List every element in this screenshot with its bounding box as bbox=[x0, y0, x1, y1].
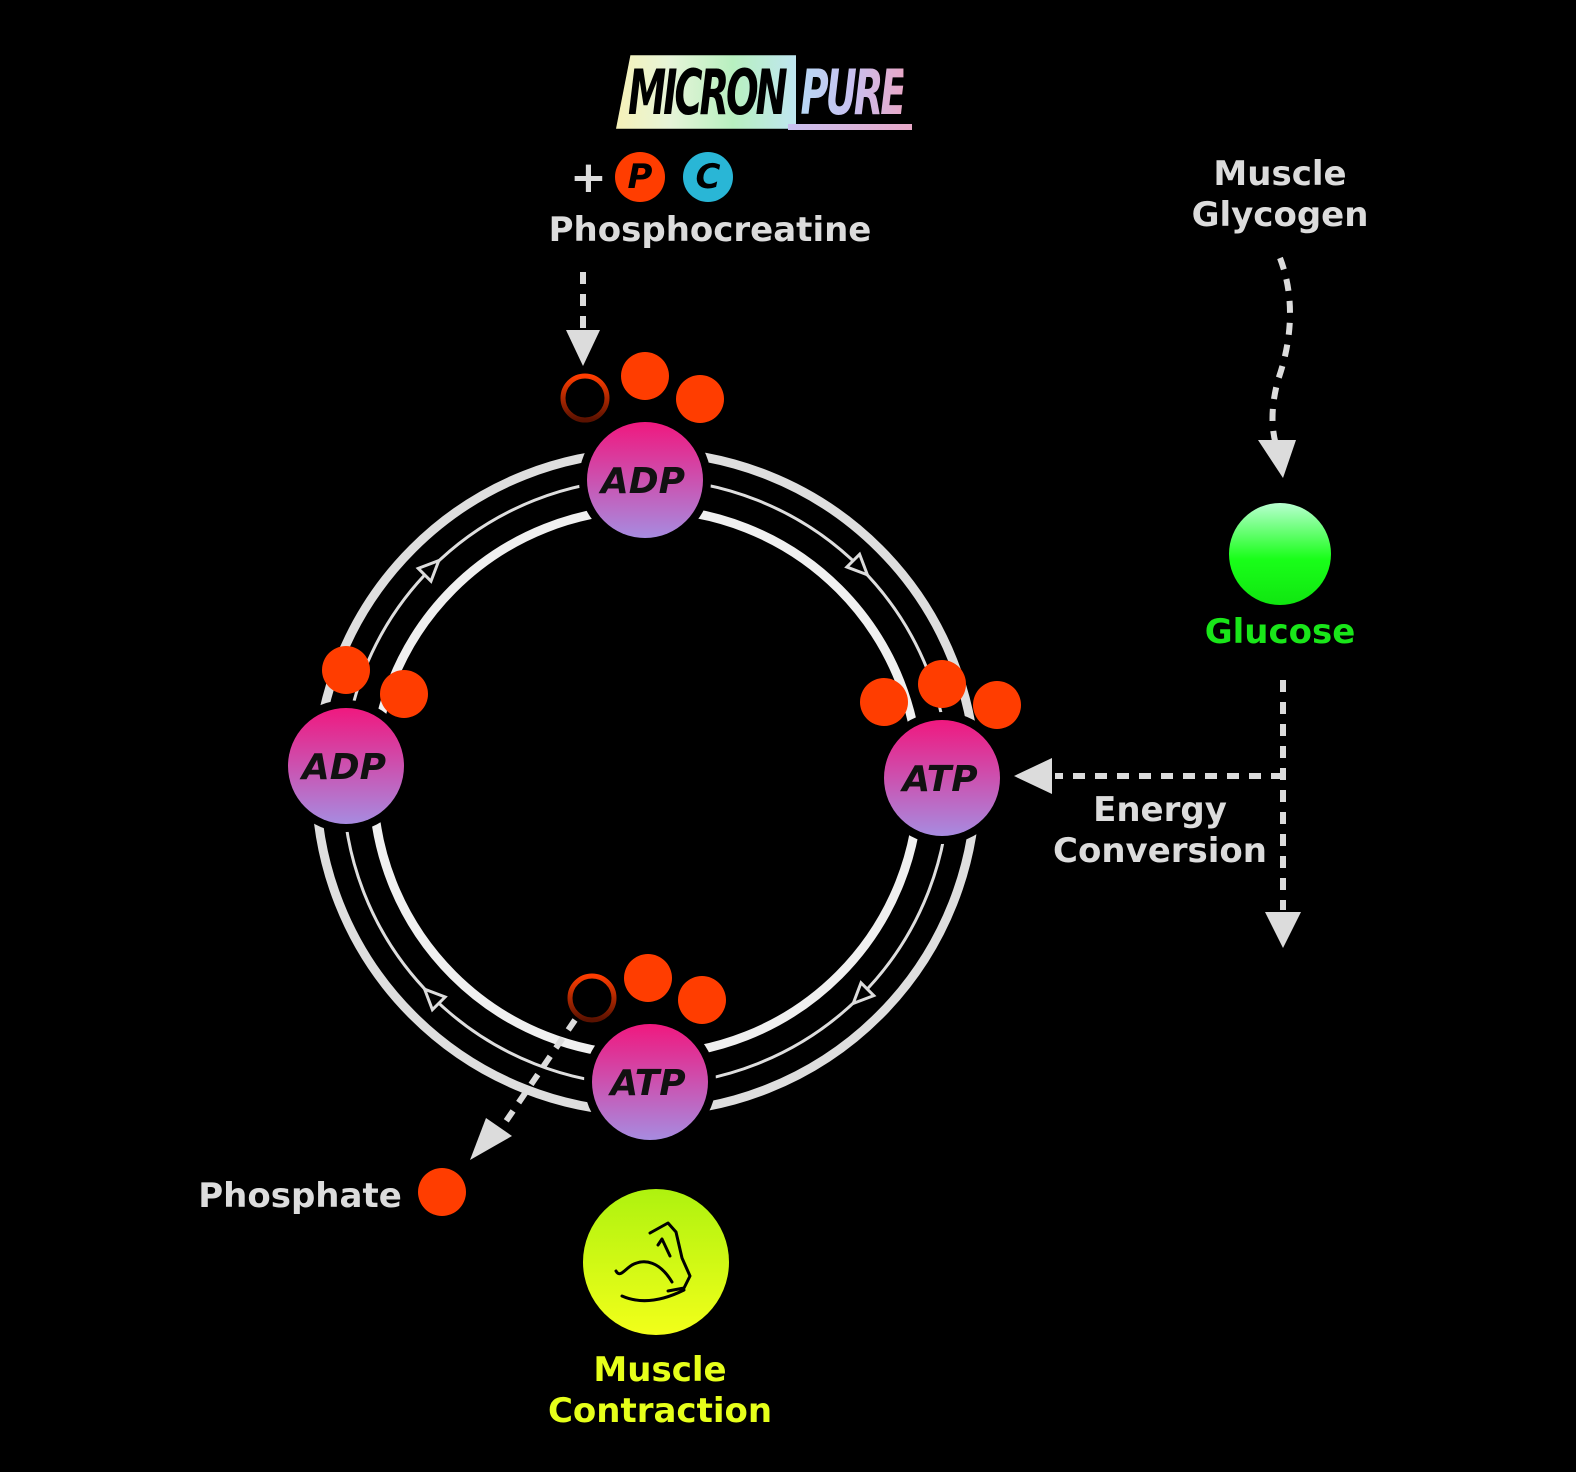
glucose-molecule bbox=[1229, 503, 1331, 605]
clockwise-arrow-icon bbox=[844, 551, 870, 578]
node-label: ATP bbox=[607, 1063, 685, 1104]
phosphocreatine-arrowhead-icon bbox=[566, 330, 600, 366]
phosphate-chip: P bbox=[615, 152, 665, 202]
glycogen-arrow-line bbox=[1269, 256, 1293, 446]
phosphate-group bbox=[918, 660, 966, 708]
direction-arrows bbox=[415, 551, 877, 1013]
logo-underline bbox=[788, 124, 912, 130]
micronpure-logo: MICRON PURE bbox=[616, 52, 916, 132]
phosphate-label: Phosphate bbox=[198, 1176, 402, 1216]
phosphate-group bbox=[380, 670, 428, 718]
node-label: ADP bbox=[598, 461, 685, 502]
energy-arrowhead-icon bbox=[1014, 758, 1052, 794]
phosphate-group bbox=[973, 681, 1021, 729]
empty-phosphate-slot bbox=[560, 373, 610, 423]
phosphate-group bbox=[678, 976, 726, 1024]
logo-pure: PURE bbox=[800, 55, 907, 129]
empty-phosphate-slot bbox=[567, 973, 617, 1023]
node-adp-top bbox=[587, 422, 703, 538]
muscle-circle bbox=[583, 1189, 729, 1335]
glycogen-arrowhead-icon bbox=[1258, 440, 1296, 478]
node-atp-bottom bbox=[592, 1024, 708, 1140]
phosphate-group bbox=[322, 646, 370, 694]
phosphate-group bbox=[621, 352, 669, 400]
logo-micron: MICRON bbox=[616, 55, 796, 129]
phosphate-release-line bbox=[497, 1018, 578, 1132]
clockwise-arrow-icon bbox=[415, 558, 442, 584]
phosphate-group bbox=[860, 678, 908, 726]
phosphocreatine-label: Phosphocreatine bbox=[548, 210, 872, 250]
plus-sign: + bbox=[570, 152, 607, 203]
node-label: ADP bbox=[299, 747, 386, 788]
free-phosphate bbox=[418, 1168, 466, 1216]
phosphate-group bbox=[624, 954, 672, 1002]
node-adp-left bbox=[288, 708, 404, 824]
clockwise-arrow-icon bbox=[850, 980, 877, 1006]
node-label: ATP bbox=[899, 759, 977, 800]
node-atp-right bbox=[884, 720, 1000, 836]
creatine-chip: C bbox=[683, 152, 733, 202]
flexed-bicep-icon bbox=[614, 1221, 692, 1303]
phosphate-release-arrowhead-icon bbox=[470, 1118, 512, 1160]
clockwise-arrow-icon bbox=[422, 986, 448, 1013]
glucose-label: Glucose bbox=[1204, 612, 1356, 652]
phosphate-group bbox=[676, 375, 724, 423]
glucose-down-arrowhead-icon bbox=[1265, 912, 1301, 948]
